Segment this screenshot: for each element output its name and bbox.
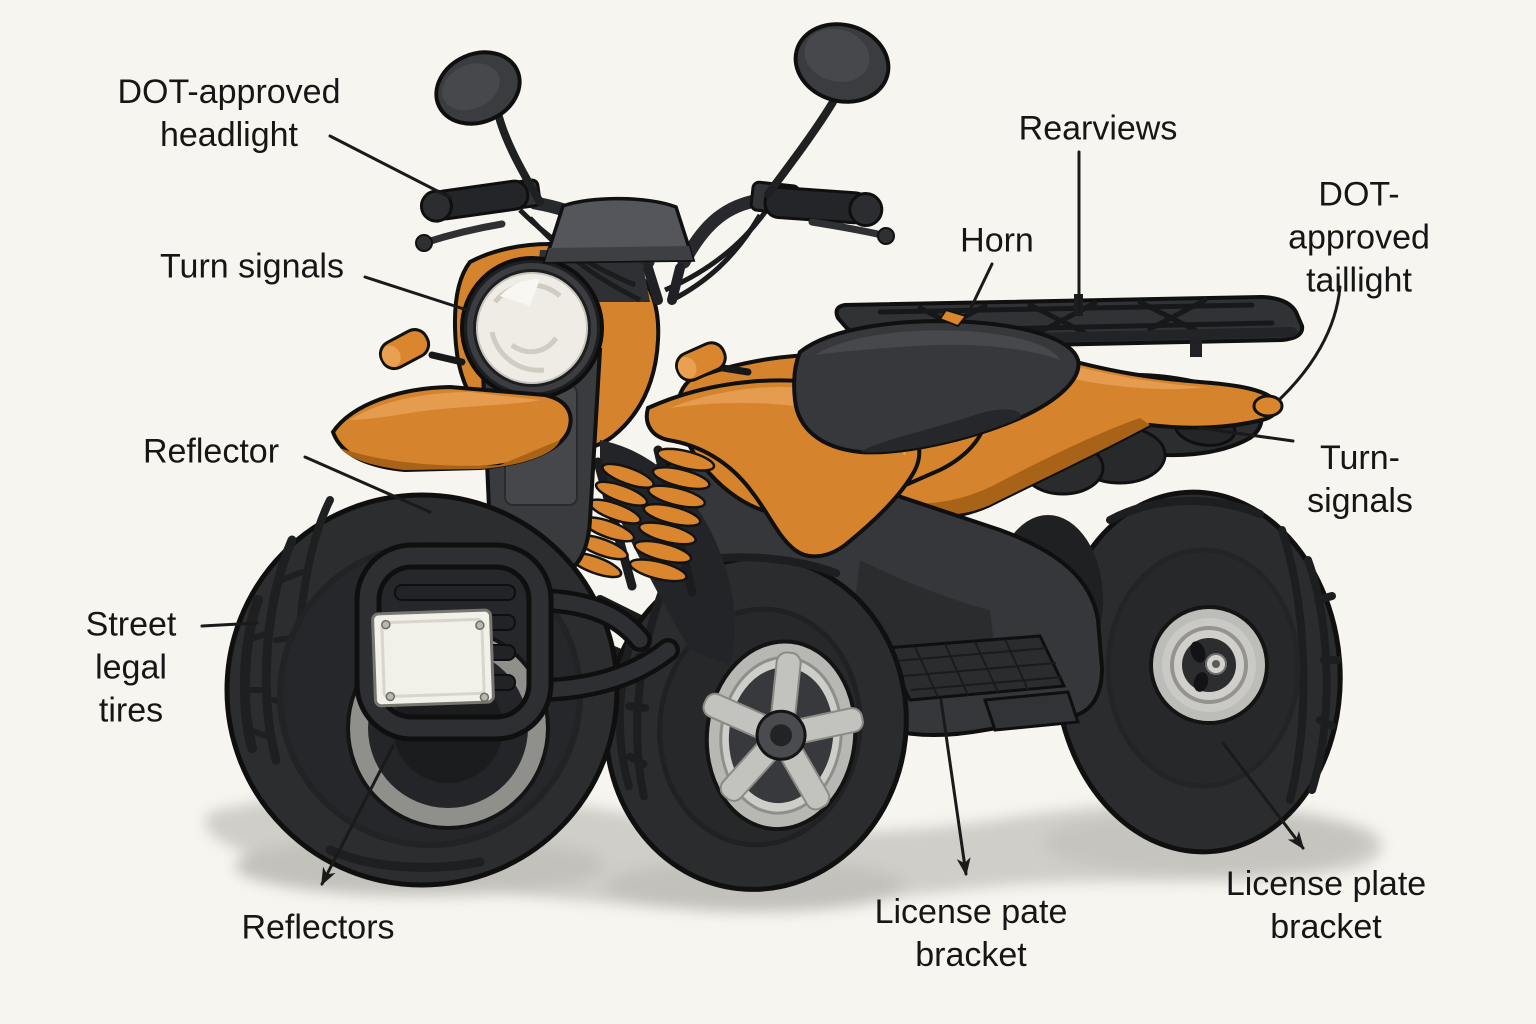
horn-marker: [938, 308, 968, 328]
front-turn-signal-pods: [378, 328, 752, 382]
right-mirror: [793, 22, 891, 104]
label-rearviews: Rearviews: [1018, 109, 1178, 148]
front-right-wheel: [603, 553, 909, 892]
label-horn: Horn: [960, 221, 1034, 260]
label-headlight: DOT-approved headlight: [117, 73, 341, 154]
label-license-plate-front: License pate bracket: [874, 893, 1068, 974]
front-suspension-springs: [568, 445, 716, 597]
leader-license-plate-rear: [1221, 741, 1305, 850]
taillight-pod: [1252, 394, 1284, 418]
seat: [792, 319, 1081, 455]
leader-turn-signals-front: [363, 275, 469, 312]
leader-reflectors: [320, 744, 395, 886]
label-license-plate-rear: License plate bracket: [1225, 865, 1427, 946]
label-reflector: Reflector: [142, 432, 280, 471]
label-turn-signals-front: Turn signals: [160, 247, 344, 286]
leader-turn-signals-rear: [1198, 426, 1295, 443]
front-license-plate: [371, 608, 495, 708]
left-grip: [419, 179, 530, 223]
right-grip: [763, 185, 884, 228]
label-street-legal-tires: Street legal tires: [85, 605, 177, 730]
headlight: [460, 256, 604, 400]
leader-horn: [966, 262, 994, 316]
leader-taillight: [1278, 285, 1342, 401]
left-mirror: [434, 50, 522, 126]
label-turn-signals-rear: Turn- signals: [1307, 439, 1413, 520]
leader-street-legal-tires: [200, 621, 259, 628]
leader-license-plate-front: [939, 698, 971, 876]
windscreen-panel: [542, 196, 696, 264]
leader-headlight: [328, 134, 453, 200]
leader-lines: [200, 134, 1342, 886]
rear-wheel: [1053, 489, 1343, 855]
label-reflectors: Reflectors: [241, 908, 395, 947]
label-taillight: DOT-approved taillight: [1288, 175, 1430, 300]
leader-reflector: [303, 455, 432, 514]
front-left-fender: [330, 384, 573, 473]
handlebar-assembly: [415, 22, 895, 305]
front-bumper: [354, 542, 680, 742]
